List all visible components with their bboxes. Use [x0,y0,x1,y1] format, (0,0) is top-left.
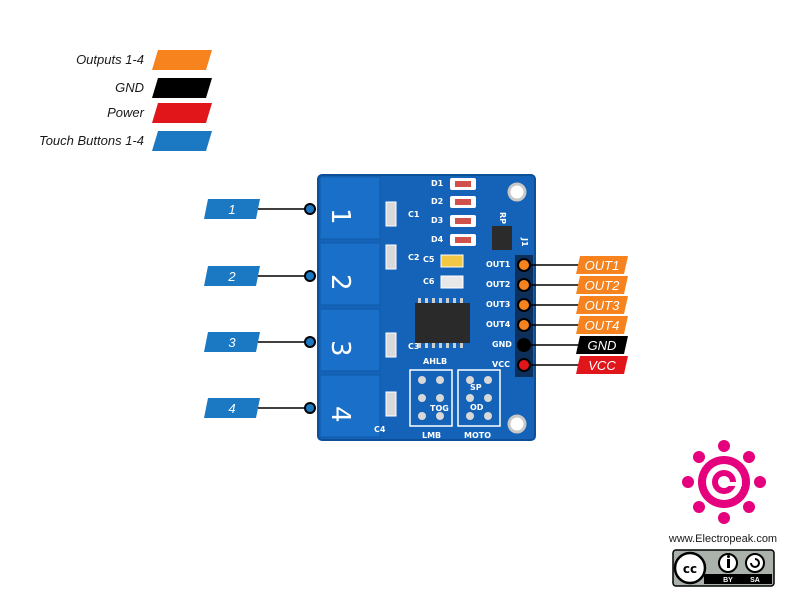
pin-tag-out1: OUT1 [517,256,628,274]
website-link[interactable]: www.Electropeak.com [668,533,777,545]
pad-number-3: 3 [325,340,355,357]
touch-pad-1 [319,176,381,240]
cc-license-badge: cc BY SA [672,549,775,587]
pin-tag-gnd: GND [517,336,628,354]
cap-label-c2: C2 [408,253,419,262]
led-label-d3: D3 [431,216,443,225]
cap-label-c6: C6 [423,277,435,286]
resistor-pack-label: RP [498,212,507,224]
share-alike-icon [745,553,765,573]
pin-tag-label-gnd: GND [588,338,617,353]
board-pin-label-out2: OUT2 [486,280,510,289]
touch-pad-3 [319,308,381,372]
pin-tag-label-out2: OUT2 [585,278,620,293]
legend: Outputs 1-4 GND Power Touch Buttons 1-4 [39,50,212,151]
pin-tags: OUT1 OUT2 OUT3 OUT4 GND [517,256,628,374]
touch-pad-2 [319,242,381,306]
pin-tag-label-out3: OUT3 [585,298,620,313]
board-pin-label-vcc: VCC [492,360,510,369]
touch-pointer-3: 3 [204,332,316,352]
legend-swatch-gnd [152,78,212,98]
cap-label-c5: C5 [423,255,435,264]
touch-label-1: 1 [228,202,235,217]
touch-pointer-2: 2 [204,266,316,286]
cap-label-c4: C4 [374,425,386,434]
board-pin-label-out4: OUT4 [486,320,511,329]
jumper-label-lmb: LMB [422,431,441,440]
touch-pointers: 1 2 3 4 [204,199,316,418]
pin-tag-out3: OUT3 [517,296,628,314]
legend-label-touch: Touch Buttons 1-4 [39,133,144,148]
legend-label-power: Power [107,105,145,120]
legend-label-outputs: Outputs 1-4 [76,52,144,67]
ttp224-board: 1 2 3 4 C1 C2 C3 C4 C5 C6 D1 D [317,174,536,441]
mounting-hole-bottom [507,414,527,434]
touch-label-4: 4 [228,401,235,416]
mounting-hole-top [507,182,527,202]
board-pin-label-out1: OUT1 [486,260,511,269]
jumper-label-ahlb: AHLB [423,357,447,366]
license-sa: SA [750,577,760,584]
led-label-d2: D2 [431,197,443,206]
touch-pad-4 [319,374,381,438]
cap-label-c3: C3 [408,342,419,351]
header-label: J1 [520,237,529,247]
board-pin-label-gnd: GND [492,340,512,349]
pin-tag-out2: OUT2 [517,276,628,294]
legend-swatch-outputs [152,50,212,70]
jumper-label-tog: TOG [430,404,449,413]
pin-tag-label-vcc: VCC [588,358,616,373]
touch-pointer-4: 4 [204,398,316,418]
touch-label-2: 2 [227,269,236,284]
cc-icon [673,551,707,585]
ttp224-chip [415,303,470,343]
legend-swatch-touch [152,131,212,151]
jumper-label-sp: SP [470,383,482,392]
pad-number-1: 1 [325,208,355,225]
electropeak-logo [682,440,766,524]
touch-pointer-1: 1 [204,199,316,219]
board-pin-label-out3: OUT3 [486,300,510,309]
led-label-d4: D4 [431,235,444,244]
cap-label-c1: C1 [408,210,420,219]
pad-number-2: 2 [325,274,355,291]
pad-number-4: 4 [325,406,355,423]
jumper-label-od: OD [470,403,484,412]
legend-label-gnd: GND [115,80,144,95]
led-label-d1: D1 [431,179,444,188]
pin-tag-vcc: VCC [517,356,628,374]
touch-label-3: 3 [228,335,236,350]
jumper-label-moto: MOTO [464,431,491,440]
svg-text:cc: cc [683,562,697,576]
pin-tag-label-out4: OUT4 [585,318,620,333]
legend-swatch-power [152,103,212,123]
pin-tag-out4: OUT4 [517,316,628,334]
pin-tag-label-out1: OUT1 [585,258,620,273]
license-by: BY [723,577,733,584]
